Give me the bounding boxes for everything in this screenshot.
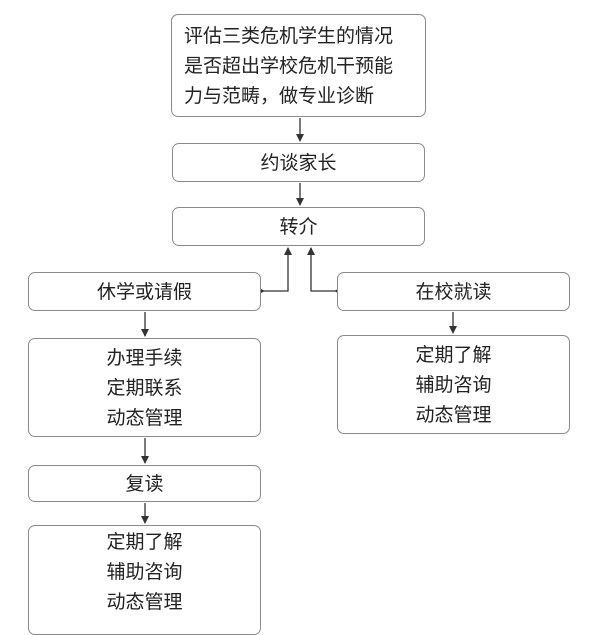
assess-line-3: 力与范畴，做专业诊断	[184, 84, 375, 107]
assess-line-2: 是否超出学校危机干预能	[184, 54, 394, 77]
suspend-or-leave-box: 休学或请假	[28, 272, 261, 311]
stay-step-item: 动态管理	[415, 403, 492, 426]
interview-parents-label: 约谈家长	[260, 151, 337, 174]
interview-parents-box: 约谈家长	[172, 143, 425, 182]
return-step-item: 定期了解	[106, 531, 183, 553]
arrow-school-to-referral	[307, 247, 342, 295]
return-step-item: 动态管理	[106, 591, 183, 613]
stay-step-item: 辅助咨询	[415, 373, 492, 396]
assess-line-1: 评估三类危机学生的情况	[184, 24, 394, 47]
stay-in-school-box: 在校就读	[337, 272, 570, 311]
suspend-or-leave-label: 休学或请假	[96, 280, 192, 303]
connector-arrows	[141, 118, 457, 524]
suspend-step-item: 定期联系	[106, 376, 183, 399]
stay-in-school-label: 在校就读	[415, 280, 492, 303]
suspend-steps-box: 办理手续 定期联系 动态管理	[28, 338, 261, 437]
stay-steps-box: 定期了解 辅助咨询 动态管理	[337, 335, 570, 434]
referral-box: 转介	[172, 207, 425, 246]
return-step-item: 辅助咨询	[106, 561, 183, 583]
arrow-leave-to-referral	[257, 247, 292, 295]
suspend-step-item: 办理手续	[106, 346, 183, 369]
suspend-step-item: 动态管理	[106, 406, 183, 429]
return-to-school-box: 复读	[28, 465, 261, 502]
return-steps-box: 定期了解 辅助咨询 动态管理	[28, 525, 261, 635]
assess-situation-box: 评估三类危机学生的情况 是否超出学校危机干预能 力与范畴，做专业诊断	[171, 14, 426, 117]
stay-step-item: 定期了解	[415, 343, 492, 366]
return-to-school-label: 复读	[125, 472, 164, 495]
referral-label: 转介	[279, 215, 318, 238]
